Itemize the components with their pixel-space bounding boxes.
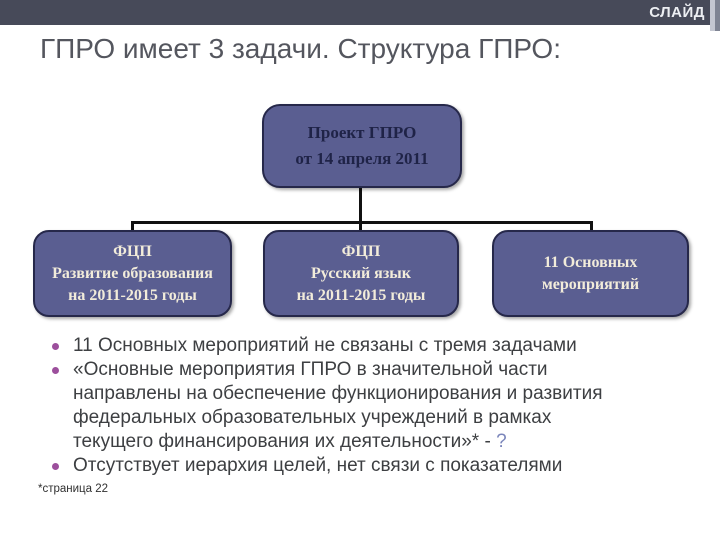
edge-stripe-light <box>710 0 715 31</box>
diagram-box-line: 11 Основных <box>543 253 638 271</box>
bullet-text: 11 Основных мероприятий не связаны с тре… <box>73 335 577 356</box>
connector-stub-left <box>131 221 134 232</box>
diagram-box-root-line: от 14 апреля 2011 <box>295 149 429 168</box>
diagram-box-line: Русский язык <box>311 264 411 282</box>
diagram-box-line: на 2011-2015 годы <box>296 286 426 304</box>
connector-vertical-main <box>359 188 362 232</box>
bullet-item: «Основные мероприятия ГПРО в значительно… <box>48 358 626 454</box>
header-label: СЛАЙД <box>649 4 705 21</box>
bullet-item: 11 Основных мероприятий не связаны с тре… <box>48 334 626 358</box>
diagram-box-line: мероприятий <box>541 275 640 293</box>
diagram-box-fcp-education: ФЦП Развитие образования на 2011-2015 го… <box>33 230 232 317</box>
bullet-dot-icon <box>52 343 59 350</box>
edge-stripe-dark <box>715 0 720 31</box>
diagram-box-line: ФЦП <box>341 242 381 260</box>
diagram-box-line: ФЦП <box>113 242 152 260</box>
diagram-box-main-activities: 11 Основных мероприятий <box>492 230 689 317</box>
connector-stub-right <box>590 221 593 232</box>
connector-horizontal <box>131 221 593 224</box>
diagram-box-line: Развитие образования <box>52 264 213 282</box>
diagram-box-line: на 2011-2015 годы <box>68 286 197 304</box>
bullet-item: Отсутствует иерархия целей, нет связи с … <box>48 454 626 478</box>
bullet-suffix-question: ? <box>496 431 507 452</box>
slide-title: ГПРО имеет 3 задачи. Структура ГПРО: <box>40 33 561 64</box>
diagram-box-root: Проект ГПРО от 14 апреля 2011 <box>262 104 462 188</box>
bullet-text: Отсутствует иерархия целей, нет связи с … <box>73 455 563 476</box>
slide-header-bar: СЛАЙД <box>0 0 710 25</box>
diagram-box-root-line: Проект ГПРО <box>307 123 417 142</box>
diagram-box-fcp-russian-language: ФЦП Русский язык на 2011-2015 годы <box>263 230 459 317</box>
bullet-dot-icon <box>52 367 59 374</box>
bullet-text: «Основные мероприятия ГПРО в значительно… <box>73 359 603 452</box>
bullet-list: 11 Основных мероприятий не связаны с тре… <box>48 334 626 478</box>
bullet-dot-icon <box>52 463 59 470</box>
footnote: *страница 22 <box>38 483 109 495</box>
